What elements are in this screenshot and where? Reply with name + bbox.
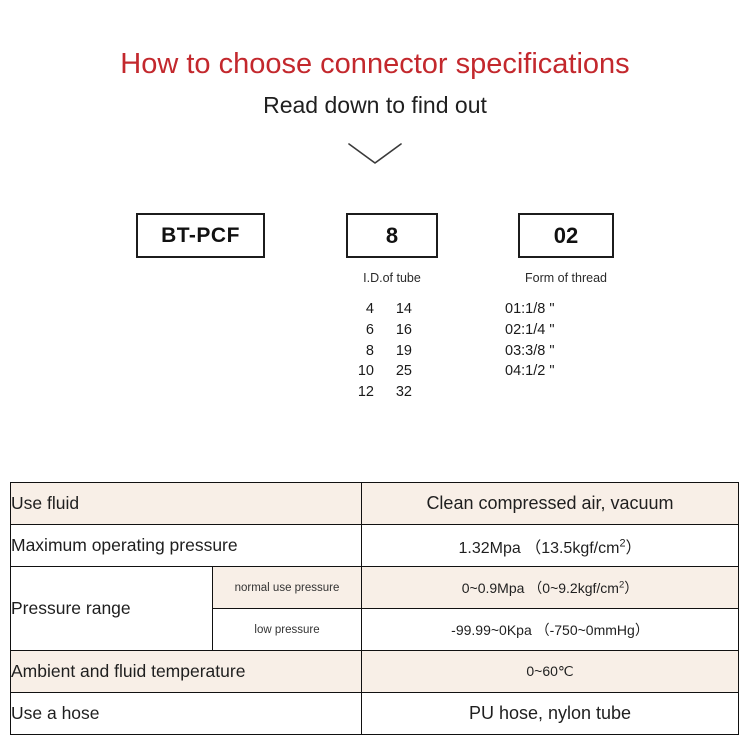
tube-option-col1: 12	[357, 384, 374, 401]
list-item: 8 19	[346, 341, 412, 362]
specification-table: Use fluid Clean compressed air, vacuum M…	[10, 482, 739, 735]
cell-normal-use-pressure-label: normal use pressure	[212, 566, 362, 609]
list-item: 03:3/8 "	[505, 342, 555, 359]
normal-pressure-mpa: 0~0.9Mpa	[461, 579, 525, 596]
list-item: 4 14	[346, 299, 412, 320]
tube-option-col2: 32	[395, 384, 412, 401]
page-title: How to choose connector specifications	[120, 48, 630, 80]
cell-pressure-range-label: Pressure range	[10, 566, 213, 651]
cell-low-pressure-label: low pressure	[212, 608, 362, 651]
tube-option-col1: 6	[365, 321, 374, 338]
max-pressure-mpa: 1.32Mpa	[458, 539, 521, 557]
table-row: Pressure range normal use pressure 0~0.9…	[10, 566, 739, 651]
cell-normal-use-pressure-value: 0~0.9Mpa （0~9.2kgf/cm2）	[361, 566, 739, 609]
tube-option-col1: 10	[357, 363, 374, 380]
cell-hose-label: Use a hose	[10, 692, 362, 735]
cell-temperature-label: Ambient and fluid temperature	[10, 650, 362, 693]
chevron-down-icon	[345, 140, 405, 170]
cell-temperature-value: 0~60℃	[361, 650, 739, 693]
cell-max-pressure-value: 1.32Mpa （13.5kgf/cm2）	[361, 524, 739, 567]
tube-option-col2: 25	[395, 363, 412, 380]
list-item: 01:1/8 "	[505, 301, 555, 317]
table-row: Maximum operating pressure 1.32Mpa （13.5…	[10, 524, 739, 567]
code-box-tube-size: 8	[346, 213, 438, 258]
page-subtitle: Read down to find out	[263, 92, 487, 118]
list-item: 04:1/2 "	[505, 363, 555, 380]
list-item: 02:1/4 "	[505, 321, 555, 338]
tube-option-col1: 8	[365, 342, 374, 359]
table-row: Use a hose PU hose, nylon tube	[10, 692, 739, 735]
tube-size-option-list: 4 14 6 16 8 19 10 25 12 32	[346, 299, 456, 403]
cell-low-pressure-value: -99.99~0Kpa （-750~0mmHg）	[361, 608, 739, 651]
list-item: 6 16	[346, 320, 412, 341]
normal-pressure-sup: 2	[618, 578, 625, 590]
list-item: 10 25	[346, 361, 412, 382]
code-box-series: BT-PCF	[136, 213, 265, 258]
caption-tube-size: I.D.of tube	[363, 271, 421, 285]
tube-option-col2: 19	[395, 342, 412, 359]
normal-pressure-kgf-open: （0~9.2kgf/cm	[528, 579, 619, 596]
max-pressure-sup: 2	[619, 537, 626, 550]
tube-option-col1: 4	[365, 301, 374, 317]
thread-form-option-list: 01:1/8 " 02:1/4 " 03:3/8 " 04:1/2 "	[505, 299, 655, 382]
max-pressure-kgf-open: （13.5kgf/cm	[525, 539, 620, 557]
list-item: 12 32	[346, 382, 412, 403]
normal-pressure-kgf-close: ）	[624, 579, 639, 596]
caption-thread-form: Form of thread	[525, 271, 607, 285]
max-pressure-kgf-close: ）	[625, 539, 642, 557]
cell-hose-value: PU hose, nylon tube	[361, 692, 739, 735]
table-row: Ambient and fluid temperature 0~60℃	[10, 650, 739, 693]
tube-option-col2: 14	[395, 301, 412, 317]
tube-option-col2: 16	[395, 321, 412, 338]
cell-use-fluid-value: Clean compressed air, vacuum	[361, 482, 739, 525]
table-row: Use fluid Clean compressed air, vacuum	[10, 482, 739, 525]
code-box-thread-form: 02	[518, 213, 614, 258]
cell-max-pressure-label: Maximum operating pressure	[10, 524, 362, 567]
cell-use-fluid-label: Use fluid	[10, 482, 362, 525]
